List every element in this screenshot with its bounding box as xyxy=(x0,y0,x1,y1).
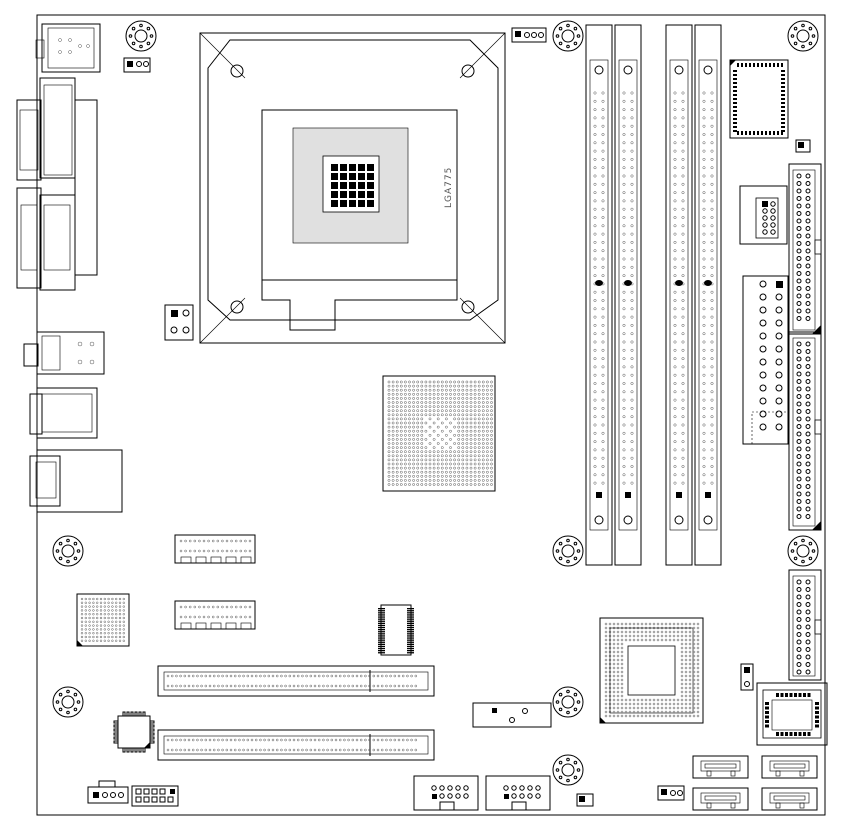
atx-power-connector xyxy=(742,275,789,445)
dimm-slot xyxy=(694,24,722,566)
ps2-usb-connector xyxy=(35,23,101,73)
front-panel-header xyxy=(788,569,822,681)
usb-header-1 xyxy=(413,775,479,811)
sata-connector xyxy=(692,755,749,779)
atx12v-power-header xyxy=(164,304,194,341)
bios-chip xyxy=(756,682,828,746)
mounting-hole xyxy=(787,535,819,567)
audio-codec-chip xyxy=(113,711,155,753)
sata-connectors xyxy=(692,755,818,811)
fan-header-top-center xyxy=(511,27,547,43)
com2-header xyxy=(131,785,179,807)
battery-holder xyxy=(472,702,552,728)
dimm-slot xyxy=(585,24,613,566)
ide-connector-lower xyxy=(788,331,822,531)
mounting-hole xyxy=(787,20,819,52)
header-near-super-io xyxy=(795,139,811,153)
fdd-connector xyxy=(739,185,788,245)
front-audio-header xyxy=(87,780,129,804)
vga-connector xyxy=(16,187,76,291)
clock-generator-chip xyxy=(378,604,414,656)
bios-jumper xyxy=(740,663,754,691)
usb-stack-connector xyxy=(29,387,98,439)
pci-slot xyxy=(157,729,435,761)
fan-header-bottom xyxy=(657,785,685,801)
pci-slot xyxy=(157,665,435,697)
mounting-hole xyxy=(125,20,157,52)
fan-header-top-left xyxy=(123,57,151,73)
dimm-slot xyxy=(665,24,693,566)
cpu-socket-label: LGA775 xyxy=(444,167,454,208)
lan-controller-chip xyxy=(76,593,130,647)
pcie-x1-slot xyxy=(174,600,256,630)
mounting-hole xyxy=(52,535,84,567)
memory-slots xyxy=(585,24,722,566)
sata-connector xyxy=(761,787,818,811)
ide-connector-upper xyxy=(788,163,822,335)
mounting-hole xyxy=(52,686,84,718)
mounting-hole xyxy=(552,754,584,786)
mounting-hole xyxy=(552,535,584,567)
audio-usb-connector xyxy=(23,331,105,375)
mounting-hole xyxy=(552,20,584,52)
cpu-socket: LGA775 xyxy=(199,32,506,344)
chassis-header xyxy=(576,793,594,807)
southbridge-chip xyxy=(599,617,704,724)
lan-usb-connector xyxy=(29,449,123,513)
sata-connector xyxy=(692,787,749,811)
pcie-x1-slots xyxy=(174,534,256,630)
dimm-slot xyxy=(614,24,642,566)
super-io-chip xyxy=(729,59,789,139)
usb-header-2 xyxy=(485,775,551,811)
serial-port-connector xyxy=(16,77,98,276)
pci-slots xyxy=(157,665,435,761)
mounting-hole xyxy=(552,686,584,718)
northbridge-chip xyxy=(382,375,496,492)
mounting-holes xyxy=(52,20,819,786)
sata-connector xyxy=(761,755,818,779)
pcie-x1-slot xyxy=(174,534,256,564)
